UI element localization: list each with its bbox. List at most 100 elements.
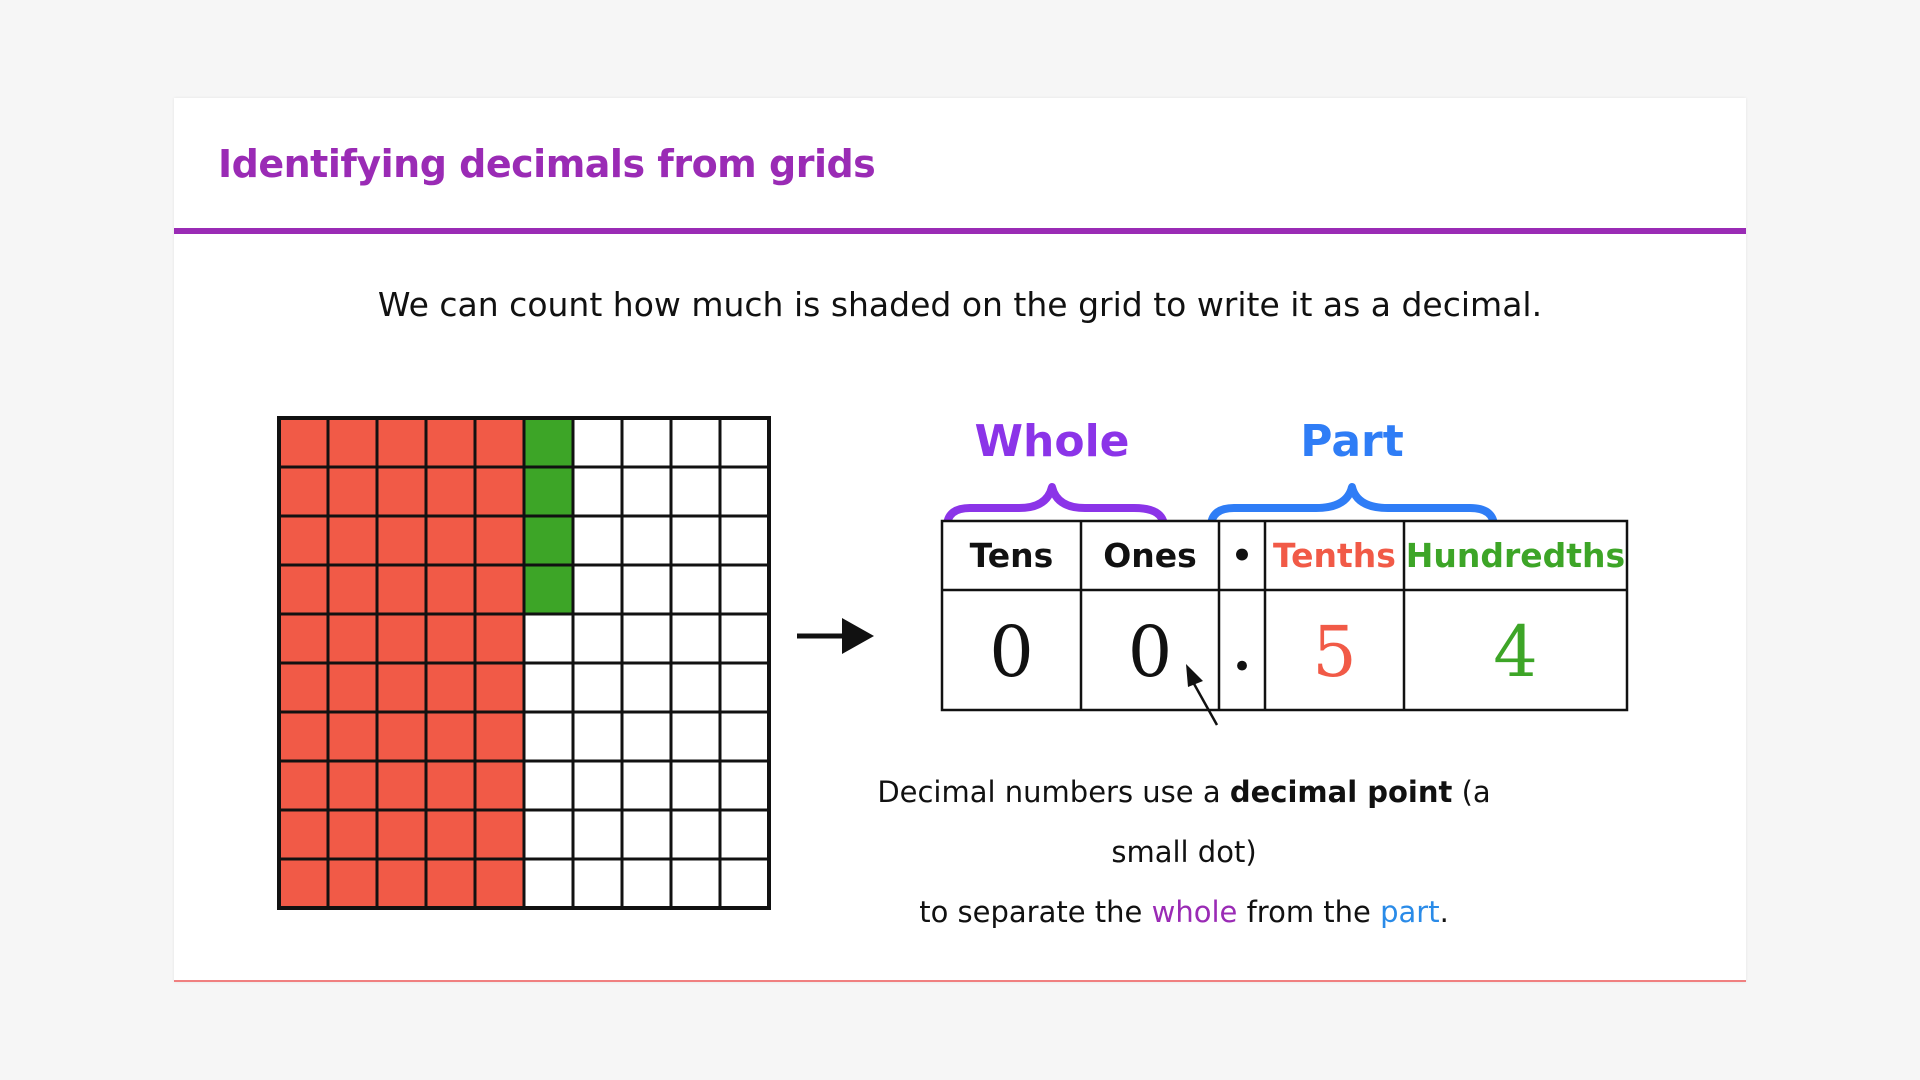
- caption-text: to separate the: [919, 895, 1152, 929]
- grid-cell: [620, 759, 673, 812]
- grid-cell: [277, 514, 330, 567]
- whole-brace: [943, 483, 1168, 531]
- grid-cell: [718, 759, 771, 812]
- grid-cell: [571, 465, 624, 518]
- grid-cell: [522, 612, 575, 665]
- grid-cell: [424, 465, 477, 518]
- grid-cell: [326, 465, 379, 518]
- grid-cell: [326, 661, 379, 714]
- grid-cell: [326, 612, 379, 665]
- grid-cell: [424, 661, 477, 714]
- grid-cell: [620, 514, 673, 567]
- grid-cell: [718, 808, 771, 861]
- grid-cell: [669, 710, 722, 763]
- grid-cell: [620, 857, 673, 910]
- grid-cell: [522, 710, 575, 763]
- grid-cell: [277, 661, 330, 714]
- grid-cell: [473, 514, 526, 567]
- grid-cell: [326, 416, 379, 469]
- grid-cell: [522, 563, 575, 616]
- caption-line-1: Decimal numbers use a decimal point (a s…: [854, 762, 1514, 882]
- grid-cell: [718, 612, 771, 665]
- header-point: •: [1231, 536, 1253, 576]
- caption-line-2: to separate the whole from the part.: [854, 882, 1514, 942]
- grid-cell: [571, 759, 624, 812]
- caption-decimal-point-term: decimal point: [1229, 775, 1453, 809]
- digit-hundredths: 4: [1493, 611, 1538, 693]
- caption-text: (a small dot): [1111, 775, 1491, 869]
- grid-cell: [571, 416, 624, 469]
- grid-cell: [718, 563, 771, 616]
- grid-cell: [620, 563, 673, 616]
- grid-cell: [424, 416, 477, 469]
- grid-cell: [522, 465, 575, 518]
- digit-tenths: 5: [1312, 611, 1357, 693]
- grid-cell: [571, 612, 624, 665]
- grid-cell: [669, 563, 722, 616]
- grid-cell: [473, 857, 526, 910]
- grid-cell: [375, 661, 428, 714]
- caption-whole-word: whole: [1151, 895, 1238, 929]
- grid-cell: [522, 661, 575, 714]
- grid-cell: [326, 759, 379, 812]
- digit-tens: 0: [989, 611, 1034, 693]
- grid-cell: [375, 759, 428, 812]
- grid-cell: [669, 416, 722, 469]
- grid-cell: [473, 710, 526, 763]
- grid-cell: [669, 465, 722, 518]
- grid-cell: [669, 759, 722, 812]
- grid-cell: [669, 612, 722, 665]
- grid-cell: [473, 759, 526, 812]
- part-brace: [1207, 483, 1498, 531]
- grid-cell: [718, 710, 771, 763]
- grid-cell: [718, 661, 771, 714]
- grid-cell: [424, 612, 477, 665]
- part-label: Part: [1300, 416, 1404, 467]
- slide-title: Identifying decimals from grids: [218, 142, 876, 186]
- grid-cell: [326, 857, 379, 910]
- grid-cell: [277, 563, 330, 616]
- grid-cell: [277, 612, 330, 665]
- grid-cell: [522, 857, 575, 910]
- grid-cell: [473, 661, 526, 714]
- grid-cell: [375, 514, 428, 567]
- grid-cell: [620, 465, 673, 518]
- grid-cell: [424, 857, 477, 910]
- header-tenths: Tenths: [1273, 536, 1396, 575]
- grid-cell: [326, 514, 379, 567]
- grid-cell: [473, 612, 526, 665]
- grid-cell: [669, 808, 722, 861]
- table-border: [940, 519, 1629, 712]
- title-rule: [174, 228, 1746, 234]
- grid-cell: [718, 416, 771, 469]
- grid-cell: [669, 857, 722, 910]
- grid-cell: [473, 563, 526, 616]
- grid-cell: [522, 759, 575, 812]
- grid-cell: [669, 661, 722, 714]
- grid-cell: [424, 808, 477, 861]
- grid-cell: [473, 416, 526, 469]
- grid-cell: [522, 808, 575, 861]
- slide: Identifying decimals from grids We can c…: [174, 98, 1746, 982]
- caption: Decimal numbers use a decimal point (a s…: [854, 762, 1514, 942]
- grid-cell: [669, 514, 722, 567]
- whole-label: Whole: [974, 416, 1129, 467]
- hundred-grid: [277, 416, 771, 910]
- grid-cell: [522, 514, 575, 567]
- grid-cell: [571, 514, 624, 567]
- caption-part-word: part: [1380, 895, 1440, 929]
- grid-cell: [473, 808, 526, 861]
- grid-cell: [375, 710, 428, 763]
- grid-cell: [620, 808, 673, 861]
- caption-text: Decimal numbers use a: [877, 775, 1230, 809]
- caption-text: .: [1439, 895, 1449, 929]
- grid-border: [277, 416, 771, 910]
- grid-cell: [620, 416, 673, 469]
- grid-cell: [277, 857, 330, 910]
- intro-text: We can count how much is shaded on the g…: [377, 285, 1543, 324]
- grid-cell: [571, 661, 624, 714]
- grid-cell: [375, 612, 428, 665]
- grid-cell: [571, 563, 624, 616]
- grid-cell: [718, 857, 771, 910]
